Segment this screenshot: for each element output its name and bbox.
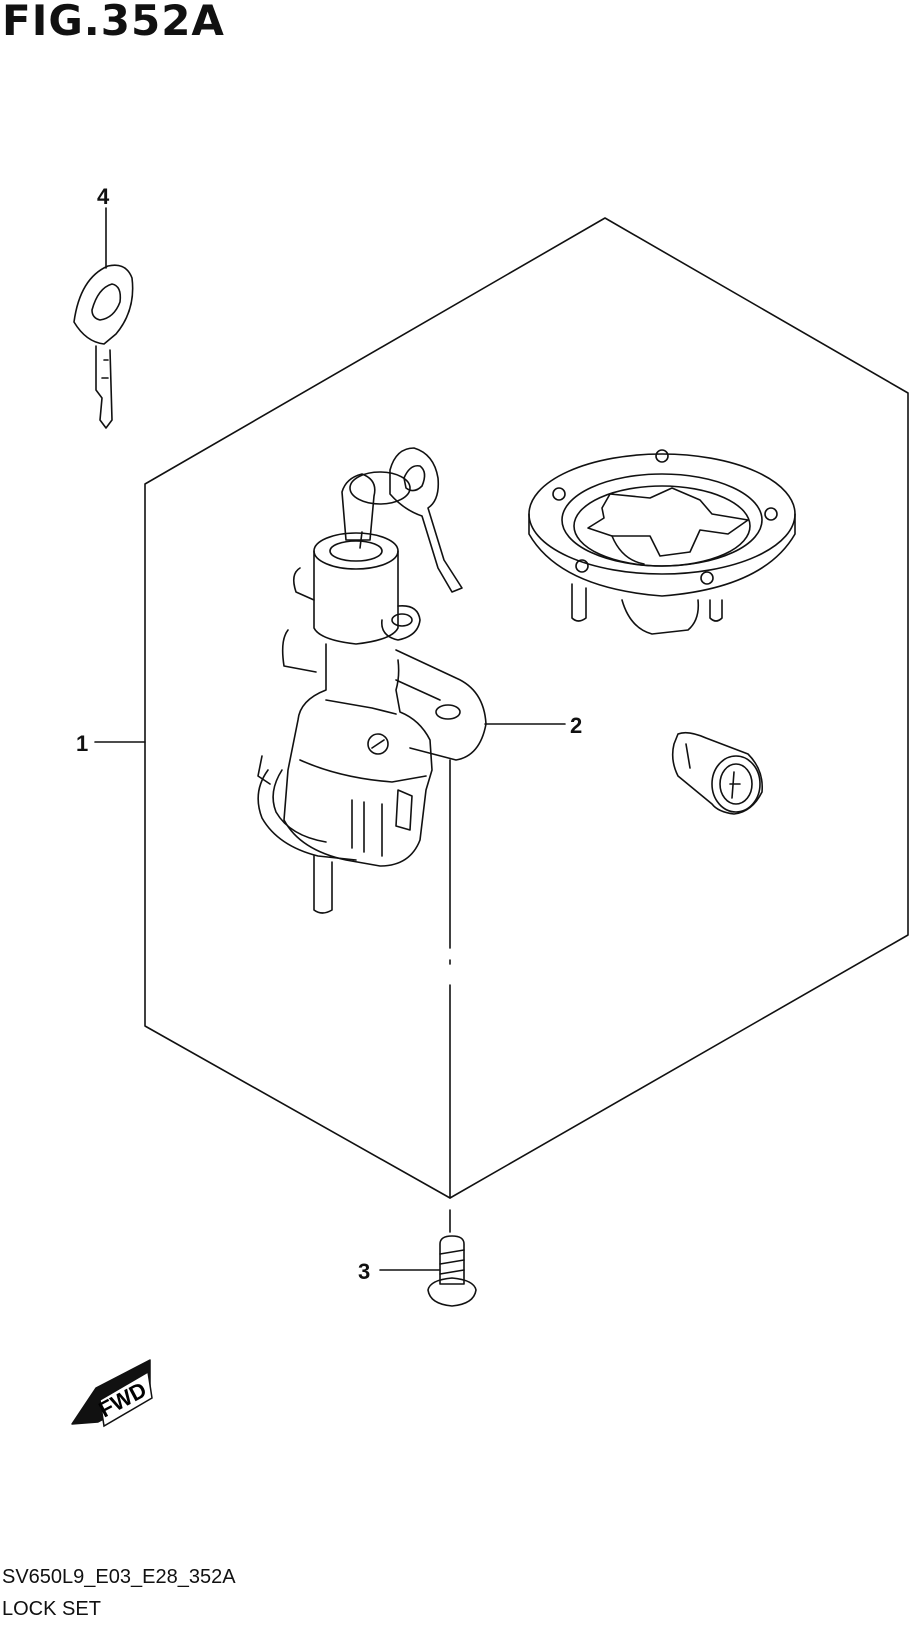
fwd-arrow-icon: FWD <box>71 1359 153 1428</box>
callout-2: 2 <box>570 713 582 738</box>
ignition-switch-icon <box>257 447 487 914</box>
seat-lock-icon <box>671 731 764 815</box>
callout-4: 4 <box>97 184 110 209</box>
kit-outline <box>144 217 909 1233</box>
callout-3: 3 <box>358 1259 370 1284</box>
key-icon <box>73 264 134 429</box>
screw-icon <box>427 1235 477 1307</box>
callout-1: 1 <box>76 731 88 756</box>
fuel-cap-icon <box>528 449 796 635</box>
figure-code: SV650L9_E03_E28_352A <box>2 1566 236 1588</box>
figure-name: LOCK SET <box>2 1598 101 1620</box>
figure-title: FIG.352A <box>2 0 225 45</box>
